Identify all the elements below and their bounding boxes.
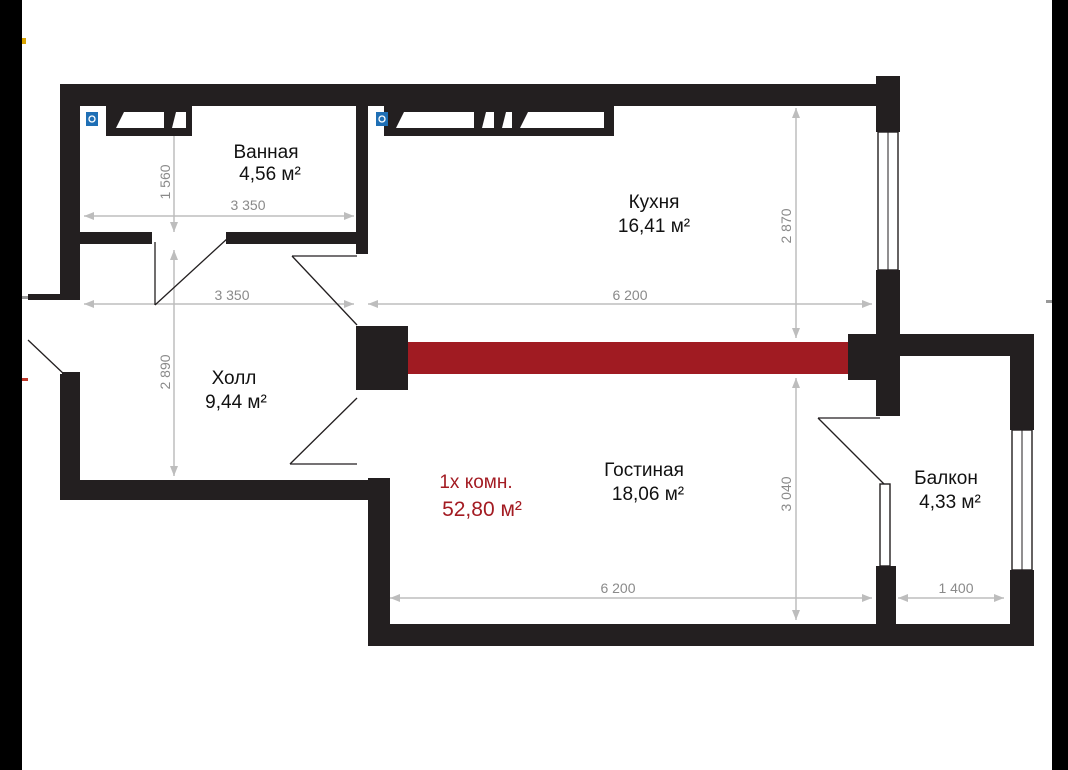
room-name-hall: Холл <box>212 368 257 389</box>
duct-slot <box>482 112 494 128</box>
walls <box>28 76 1034 646</box>
dim-text-kitchen-width: 6 200 <box>612 287 647 303</box>
duct-slot <box>396 112 474 128</box>
door-leaf-bath <box>154 237 229 306</box>
entrance-jamb-top <box>28 294 80 300</box>
edge-mark <box>22 378 28 381</box>
wall-balcony-partition <box>876 566 896 646</box>
riser-icon <box>376 112 388 126</box>
room-area-bathroom: 4,56 м² <box>239 164 301 185</box>
wall-bath-bottom-right <box>226 232 366 244</box>
apartment-type-label: 1х комн. <box>439 472 512 493</box>
floor-plan: Ванная 4,56 м² Кухня 16,41 м² Холл 9,44 … <box>22 38 1052 646</box>
room-area-balcony: 4,33 м² <box>919 492 981 513</box>
room-name-bathroom: Ванная <box>233 142 298 163</box>
wall-living-left <box>368 478 390 646</box>
door-leaf-living <box>289 397 358 465</box>
background-edge-artifacts <box>22 38 1052 381</box>
floor-plan-panel: Ванная 4,56 м² Кухня 16,41 м² Холл 9,44 … <box>22 0 1052 770</box>
room-name-kitchen: Кухня <box>629 192 680 213</box>
wall-bath-bottom-left <box>80 232 152 244</box>
room-name-balcony: Балкон <box>914 468 978 489</box>
pillar-center <box>356 326 408 390</box>
dim-text-living-width: 6 200 <box>600 580 635 596</box>
room-area-kitchen: 16,41 м² <box>618 216 690 237</box>
window-balcony-door <box>879 483 891 567</box>
duct-slot <box>502 112 512 128</box>
room-name-living: Гостиная <box>604 460 684 481</box>
wall-balcony-right-upper <box>1010 334 1034 430</box>
riser-icon <box>86 112 98 126</box>
duct-slot <box>116 112 164 128</box>
wall-right-top <box>876 76 900 132</box>
pillar-right <box>848 334 898 380</box>
wall-bottom-hall <box>60 480 368 500</box>
windows <box>877 131 1033 571</box>
room-area-hall: 9,44 м² <box>205 392 267 413</box>
wall-bottom-living <box>368 624 1034 646</box>
entrance-jamb-bottom <box>62 372 80 378</box>
room-area-living: 18,06 м² <box>612 484 684 505</box>
dim-text-bath-width: 3 350 <box>230 197 265 213</box>
dim-text-balcony-width: 1 400 <box>938 580 973 596</box>
door-leaf-balcony <box>817 417 885 485</box>
wall-bath-kitchen <box>356 104 368 254</box>
dimension-lines <box>84 108 1004 620</box>
edge-mark <box>1046 300 1052 303</box>
wall-top <box>60 84 900 106</box>
dim-text-living-height: 3 040 <box>778 476 794 511</box>
dimension-arrowheads <box>84 108 1004 620</box>
apartment-total-area: 52,80 м² <box>442 498 522 521</box>
wall-balcony-right-lower <box>1010 570 1034 646</box>
duct-slot <box>520 112 604 128</box>
dim-text-hall-height: 2 890 <box>157 354 173 389</box>
door-leaf-entrance <box>27 339 67 377</box>
dim-text-bath-height: 1 560 <box>157 164 173 199</box>
door-leaf-kitchen <box>291 255 358 326</box>
edge-mark <box>22 38 26 44</box>
dim-text-kitchen-height: 2 870 <box>778 208 794 243</box>
duct-slot <box>172 112 186 128</box>
edge-mark <box>22 296 30 299</box>
wall-left-lower <box>60 374 80 500</box>
wall-left-upper <box>60 84 80 294</box>
duct-cutouts <box>116 112 604 128</box>
wall-balcony-top <box>898 334 1034 356</box>
load-bearing-beam <box>408 342 848 374</box>
dim-text-hall-width: 3 350 <box>214 287 249 303</box>
